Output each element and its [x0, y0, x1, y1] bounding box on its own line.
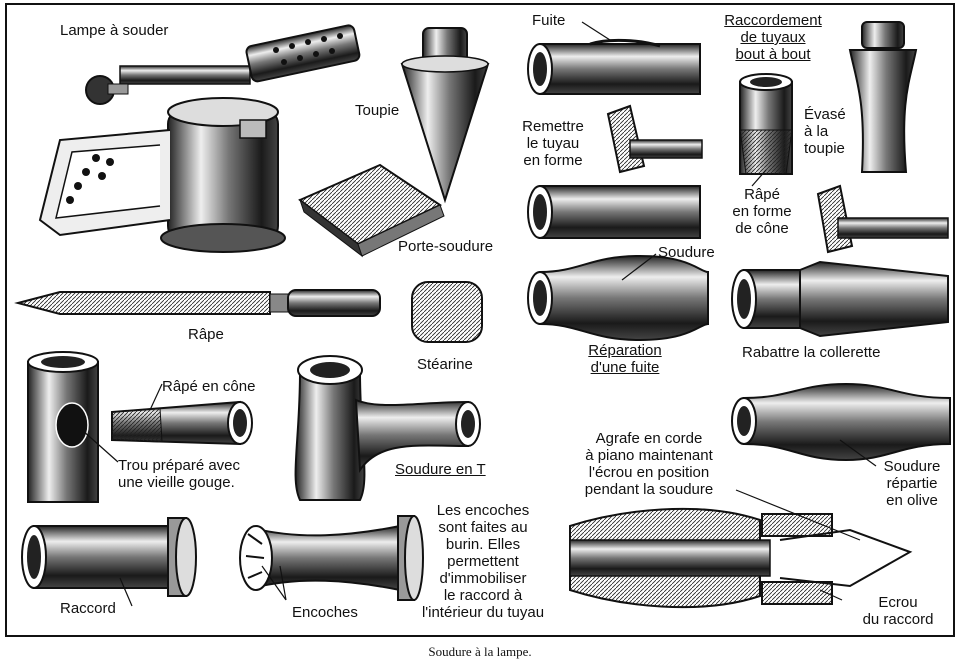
label-evase: Évasé à la toupie	[804, 106, 846, 157]
label-rape-en-forme: Râpé en forme de cône	[732, 186, 792, 237]
porte-soudure-drawing	[298, 163, 445, 258]
hammer-2-drawing	[816, 184, 949, 254]
label-encoches: Encoches	[292, 604, 358, 621]
stearine-drawing	[411, 281, 483, 343]
soudure-t-drawing	[294, 355, 481, 501]
label-soudure: Soudure	[658, 244, 715, 261]
label-remettre-en-forme: Remettre le tuyau en forme	[522, 118, 584, 169]
hammer-drawing	[606, 104, 703, 174]
label-soudure-en-t: Soudure en T	[395, 461, 486, 478]
label-raccordement: Raccordement de tuyaux bout à bout	[724, 12, 822, 63]
fuite-pipe-drawing	[527, 38, 701, 95]
label-stearine: Stéarine	[417, 356, 473, 373]
olive-pipe-drawing	[731, 382, 951, 462]
toupie-drawing	[400, 27, 490, 204]
label-agrafe: Agrafe en corde à piano maintenant l'écr…	[584, 430, 714, 498]
pipe-with-hole-drawing	[27, 351, 253, 503]
label-ecrou: Ecrou du raccord	[862, 594, 934, 628]
plain-pipe-drawing	[527, 185, 701, 239]
rape-drawing	[14, 289, 381, 317]
label-toupie: Toupie	[355, 102, 400, 119]
leader-lines	[81, 21, 877, 607]
label-rabattre-collerette: Rabattre la collerette	[742, 344, 881, 361]
label-trou-prepare: Trou préparé avec une vieille gouge.	[118, 457, 241, 491]
label-fuite: Fuite	[532, 12, 566, 29]
collerette-pipe-drawing	[731, 260, 949, 338]
label-reparation-fuite: Réparation d'une fuite	[588, 342, 662, 376]
evase-toupie-drawing	[848, 21, 918, 173]
label-rape-en-cone: Râpé en cône	[162, 378, 256, 395]
soudure-pipe-drawing	[527, 254, 709, 342]
figure-caption: Soudure à la lampe.	[428, 644, 532, 659]
rape-cone-tube-drawing	[739, 73, 793, 175]
label-porte-soudure: Porte-soudure	[398, 238, 494, 255]
section-assembly-drawing	[569, 507, 913, 609]
label-encoches-note: Les encoches sont faites au burin. Elles…	[421, 502, 545, 621]
raccord-drawing	[21, 517, 197, 597]
label-lampe-a-souder: Lampe à souder	[60, 22, 169, 39]
blowtorch-drawing	[38, 24, 361, 253]
label-rape: Râpe	[188, 326, 224, 343]
label-soudure-olive: Soudure répartie en olive	[883, 458, 941, 509]
encoches-drawing	[239, 515, 424, 601]
label-raccord: Raccord	[60, 600, 116, 617]
